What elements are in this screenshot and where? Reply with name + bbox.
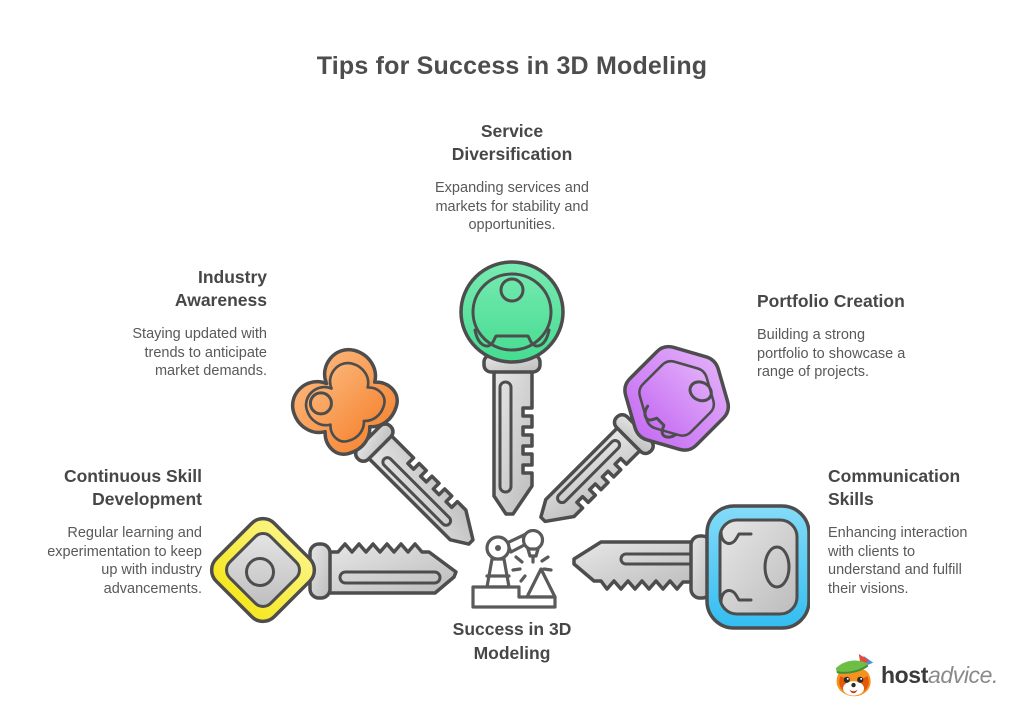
center-label: Success in 3D Modeling — [452, 619, 572, 663]
brand-host-text: host — [881, 661, 928, 688]
brand-wordmark: hostadvice. — [881, 662, 998, 689]
key-icon-service-diversification — [459, 260, 565, 516]
tip-service-diversification: Service Diversification Expanding servic… — [400, 120, 624, 235]
tip-heading: Communication Skills — [828, 466, 961, 510]
tip-communication-skills: Communication Skills Enhancing interacti… — [828, 465, 988, 598]
key-icon-continuous-skill-development — [209, 516, 458, 624]
robot-arm-3d-printer-icon — [471, 529, 557, 609]
tip-body: Building a strong portfolio to showcase … — [757, 327, 906, 381]
tip-body: Staying updated with trends to anticipat… — [132, 326, 267, 380]
tip-heading: Service Diversification — [451, 121, 573, 165]
tip-heading: Continuous Skill Development — [63, 466, 202, 510]
tip-heading: Industry Awareness — [174, 267, 267, 311]
tip-heading: Portfolio Creation — [757, 291, 905, 311]
tip-industry-awareness: Industry Awareness Staying updated with … — [97, 266, 267, 381]
tip-body: Expanding services and markets for stabi… — [435, 180, 589, 234]
hostadvice-logo: hostadvice. — [832, 653, 998, 697]
tip-body: Enhancing interaction with clients to un… — [828, 525, 968, 597]
key-icon-industry-awareness — [290, 347, 475, 546]
infographic-title: Tips for Success in 3D Modeling — [316, 52, 708, 80]
tip-body: Regular learning and experimentation to … — [47, 525, 202, 597]
brand-advice-text: advice. — [927, 661, 999, 688]
key-icon-portfolio-creation — [539, 344, 731, 524]
fox-mascot-icon — [835, 653, 874, 697]
tip-portfolio-creation: Portfolio Creation Building a strong por… — [757, 290, 947, 382]
key-icon-communication-skills — [572, 504, 810, 630]
tip-continuous-skill-development: Continuous Skill Development Regular lea… — [25, 465, 202, 598]
